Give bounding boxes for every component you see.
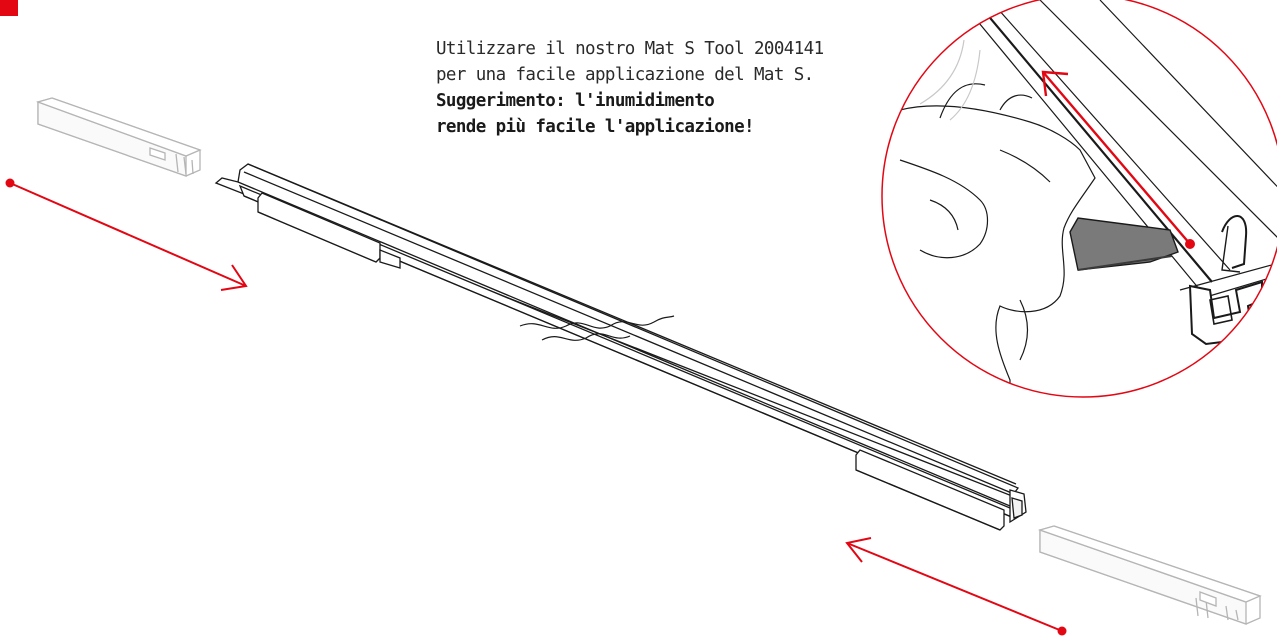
caption-line-1: Utilizzare il nostro Mat S Tool 2004141 bbox=[436, 39, 824, 59]
detail-magnifier bbox=[881, 0, 1277, 398]
profile-rail bbox=[214, 163, 1027, 531]
arrow-insert-left bbox=[5, 178, 248, 291]
hand-drawing bbox=[899, 83, 1096, 397]
tip-line-2: rende più facile l'applicazione! bbox=[436, 117, 755, 137]
brand-corner-mark bbox=[0, 0, 18, 16]
end-cap-left bbox=[35, 97, 202, 177]
tip-line-1: Suggerimento: l'inumidimento bbox=[436, 91, 715, 111]
profile-closeup bbox=[959, 0, 1277, 291]
end-cap-right bbox=[1037, 525, 1262, 625]
instruction-caption: Utilizzare il nostro Mat S Tool 2004141 … bbox=[436, 36, 896, 140]
caption-line-2: per una facile applicazione del Mat S. bbox=[436, 65, 814, 85]
arrow-insert-right bbox=[845, 537, 1067, 636]
